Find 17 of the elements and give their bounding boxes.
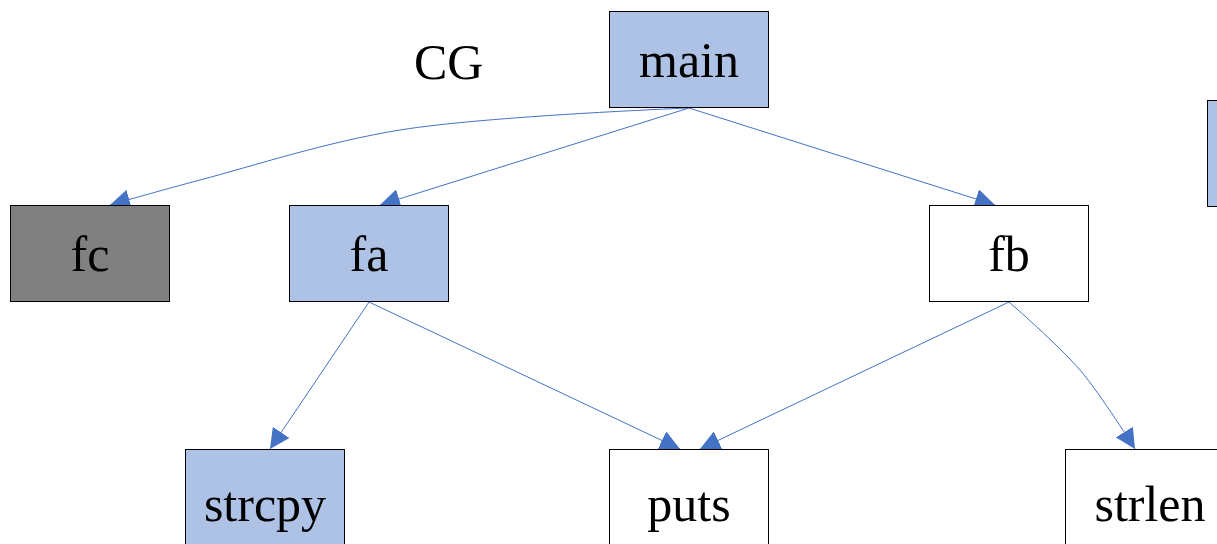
function-name: fc <box>70 228 110 279</box>
arrow <box>699 301 1010 450</box>
function-box <box>929 205 1089 302</box>
function-name: strlen <box>1094 479 1206 529</box>
function-name: main <box>639 34 739 85</box>
graph-title-label: CG <box>414 37 484 87</box>
arrow <box>368 301 681 450</box>
function-box <box>609 11 769 108</box>
arrow <box>269 301 370 450</box>
function-box <box>185 449 345 544</box>
arrow <box>1008 301 1136 450</box>
function-box <box>10 205 170 302</box>
function-box <box>609 449 769 544</box>
function-name: fa <box>349 228 389 279</box>
function-box <box>289 205 449 302</box>
function-name: fb <box>988 228 1030 279</box>
function-box <box>1065 449 1217 544</box>
